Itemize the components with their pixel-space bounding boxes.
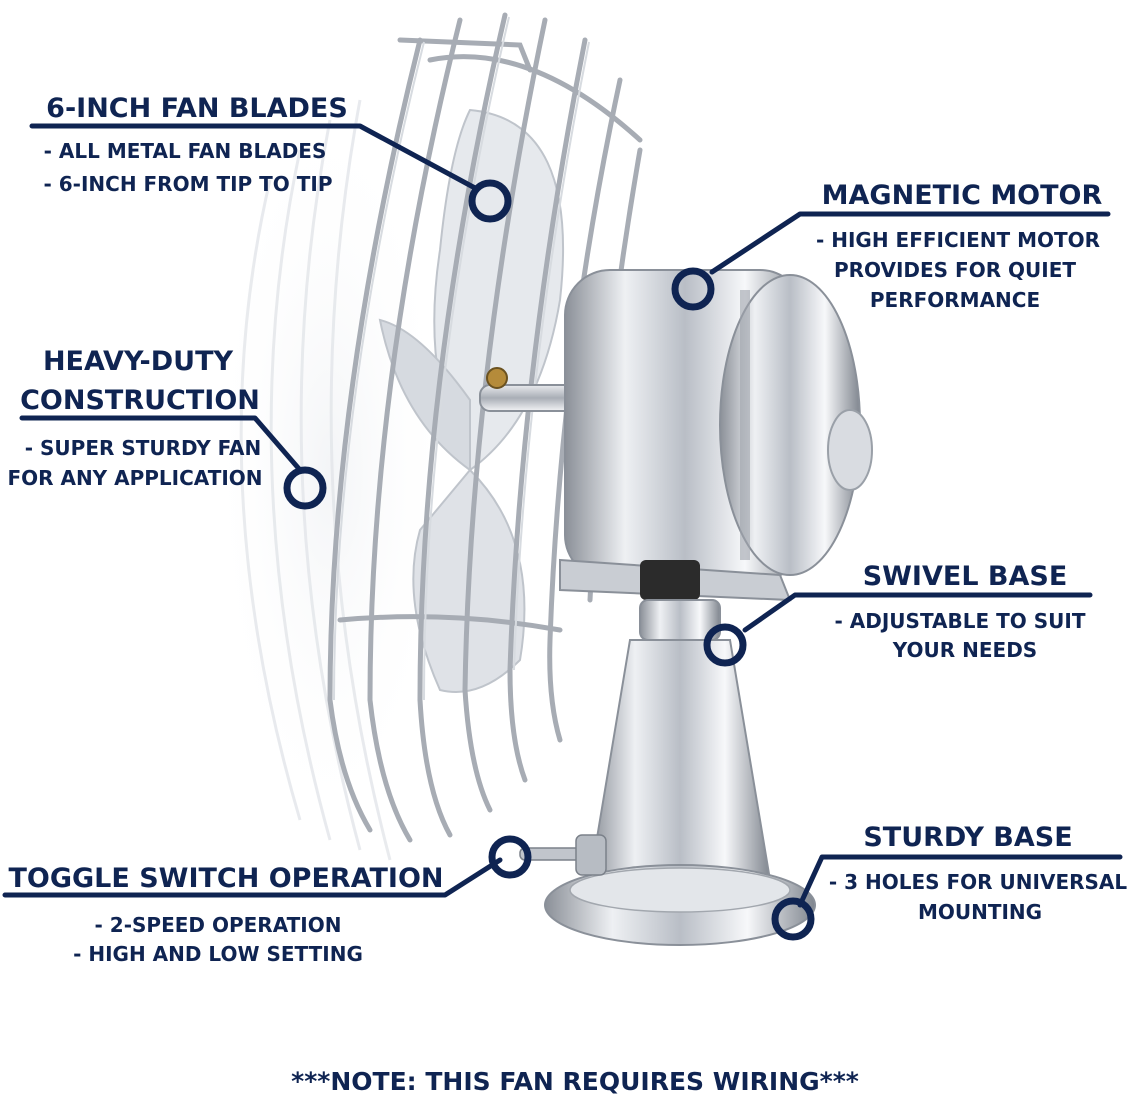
motor-line-2: PROVIDES FOR QUIET <box>834 258 1076 282</box>
toggle-line-2: - HIGH AND LOW SETTING <box>73 942 363 966</box>
bracket-knob <box>640 560 700 600</box>
motor-seam <box>740 290 750 560</box>
dot-swivel <box>703 623 747 667</box>
toggle-title: TOGGLE SWITCH OPERATION <box>8 863 443 894</box>
swivel-line-2: YOUR NEEDS <box>892 638 1037 662</box>
base-plate-top <box>569 867 791 913</box>
fan-illustration <box>210 12 873 946</box>
construction-line-2: FOR ANY APPLICATION <box>7 466 262 490</box>
callout-text: 6-INCH FAN BLADES - ALL METAL FAN BLADES… <box>7 93 1127 1096</box>
construction-line-1: - SUPER STURDY FAN <box>25 436 261 460</box>
swivel-line-1: - ADJUSTABLE TO SUIT <box>835 609 1086 633</box>
leader-motor <box>709 211 1111 275</box>
toggle-line-1: - 2-SPEED OPERATION <box>95 913 342 937</box>
leader-fan-blades <box>29 123 478 191</box>
wire-cage <box>327 12 643 843</box>
leader-toggle <box>2 857 503 898</box>
motor-nub <box>827 409 873 491</box>
dot-base <box>771 897 815 941</box>
callout-dots <box>283 179 815 941</box>
base-line-1: - 3 HOLES FOR UNIVERSAL <box>829 870 1128 894</box>
toggle-nut <box>575 834 607 876</box>
callout-leaders <box>2 123 1123 908</box>
dot-construction <box>283 466 327 510</box>
leader-base <box>797 854 1123 908</box>
motor-title: MAGNETIC MOTOR <box>822 180 1103 211</box>
motor-line-1: - HIGH EFFICIENT MOTOR <box>816 228 1100 252</box>
dot-fan-blades <box>468 179 512 223</box>
pedestal <box>588 639 772 881</box>
motion-blur-ghost <box>210 100 450 840</box>
motor-line-3: PERFORMANCE <box>870 288 1040 312</box>
dot-motor <box>671 267 715 311</box>
base-line-2: MOUNTING <box>918 900 1042 924</box>
leader-construction <box>19 415 303 473</box>
base-title: STURDY BASE <box>863 822 1072 853</box>
fan-blades-line-1: - ALL METAL FAN BLADES <box>44 139 327 163</box>
fan-blades-title: 6-INCH FAN BLADES <box>46 93 348 124</box>
fan-blades-line-2: - 6-INCH FROM TIP TO TIP <box>43 172 332 196</box>
leader-swivel <box>742 592 1093 633</box>
dot-toggle <box>488 835 532 879</box>
wiring-note: ***NOTE: THIS FAN REQUIRES WIRING*** <box>291 1067 859 1096</box>
construction-title-2: CONSTRUCTION <box>20 385 260 416</box>
construction-title-1: HEAVY-DUTY <box>43 346 234 377</box>
ghost-cage <box>239 99 392 861</box>
swivel-title: SWIVEL BASE <box>863 561 1068 592</box>
screw <box>486 367 508 389</box>
wire-cage-highlight <box>333 16 590 701</box>
